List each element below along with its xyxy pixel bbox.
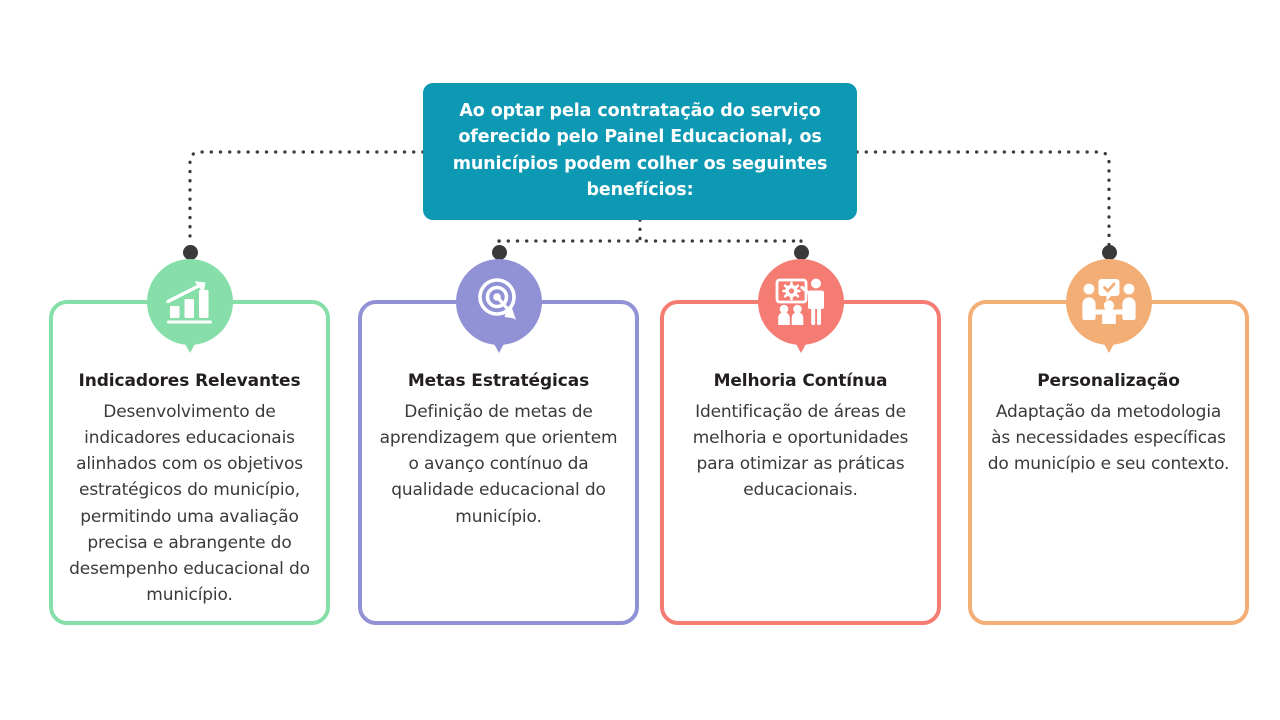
benefit-card-personalizacao[interactable]: Personalização Adaptação da metodologia … [968,300,1249,625]
target-dart-icon [456,259,542,345]
benefit-card-body: Indicadores Relevantes Desenvolvimento d… [53,370,326,608]
benefit-card-title: Personalização [1037,371,1180,391]
benefit-icon-pin [758,259,844,353]
connector-path-card-1 [188,150,425,247]
connector-node-dot [492,245,507,260]
benefit-card-description: Desenvolvimento de indicadores educacion… [69,401,310,606]
training-presentation-icon [758,259,844,345]
team-approval-icon [1066,259,1152,345]
benefit-icon-pin [456,259,542,353]
connector-node-dot [794,245,809,260]
benefit-card-body: Melhoria Contínua Identificação de áreas… [664,370,937,504]
pin-bubble [456,259,542,345]
connector-path-card-4 [855,150,1111,247]
benefit-card-metas-estrategicas[interactable]: Metas Estratégicas Definição de metas de… [358,300,639,625]
bar-chart-growth-icon [147,259,233,345]
benefit-card-body: Metas Estratégicas Definição de metas de… [362,370,635,530]
benefit-icon-pin [1066,259,1152,353]
benefit-card-description: Identificação de áreas de melhoria e opo… [692,401,909,501]
benefit-card-title: Indicadores Relevantes [78,371,301,391]
benefit-card-title: Metas Estratégicas [407,371,590,391]
benefit-card-description: Adaptação da metodologia às necessidades… [987,401,1230,475]
benefit-card-melhoria-continua[interactable]: Melhoria Contínua Identificação de áreas… [660,300,941,625]
benefit-card-indicadores-relevantes[interactable]: Indicadores Relevantes Desenvolvimento d… [49,300,330,625]
benefit-card-body: Personalização Adaptação da metodologia … [972,370,1245,477]
benefit-icon-pin [147,259,233,353]
connector-node-dot [183,245,198,260]
benefit-card-description: Definição de metas de aprendizagem que o… [379,401,618,527]
header-statement-box: Ao optar pela contratação do serviço ofe… [423,83,857,220]
connector-node-dot [1102,245,1117,260]
header-statement-text: Ao optar pela contratação do serviço ofe… [452,101,828,200]
benefit-card-title: Melhoria Contínua [713,371,888,391]
